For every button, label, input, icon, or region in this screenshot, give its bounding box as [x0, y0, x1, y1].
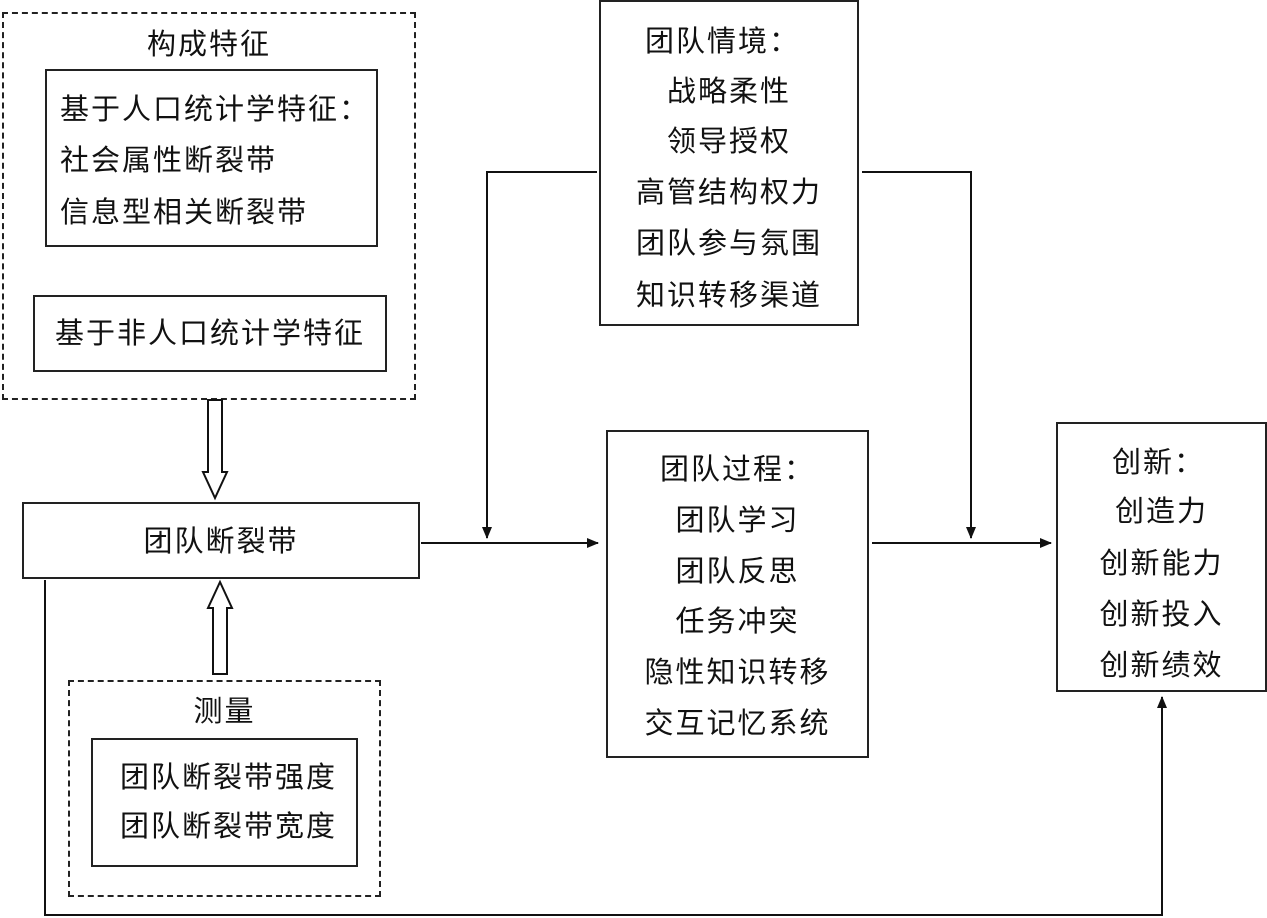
context-line-1: 团队情境： [645, 24, 801, 58]
fault-to-innovation-arrow [44, 580, 1167, 916]
measurement-line-1: 团队断裂带强度 [120, 760, 338, 794]
fault-line-box [22, 502, 420, 579]
measurement-to-fault-arrow [206, 579, 234, 675]
non-demographic-label: 基于非人口统计学特征 [54, 316, 365, 350]
innovation-line-2: 创造力 [1114, 494, 1208, 528]
context-line-5: 团队参与氛围 [635, 226, 822, 260]
context-to-first-link-arrow [482, 171, 597, 539]
innovation-line-3: 创新能力 [1099, 546, 1224, 580]
measurement-group [68, 680, 381, 897]
composition-title: 构成特征 [146, 27, 271, 61]
innovation-box [1056, 422, 1267, 692]
innovation-line-1: 创新： [1112, 445, 1206, 479]
innovation-line-5: 创新绩效 [1099, 648, 1224, 682]
fault-line-label: 团队断裂带 [143, 524, 299, 558]
non-demographic-box [33, 295, 387, 372]
demographic-line-2: 社会属性断裂带 [60, 143, 278, 177]
innovation-line-4: 创新投入 [1099, 597, 1224, 631]
context-line-3: 领导授权 [666, 124, 791, 158]
process-line-3: 团队反思 [675, 554, 800, 588]
process-line-4: 任务冲突 [675, 604, 800, 638]
context-box [599, 0, 859, 326]
composition-to-fault-arrow [201, 399, 229, 501]
process-box [606, 430, 869, 758]
demographic-line-3: 信息型相关断裂带 [60, 195, 309, 229]
demographic-line-1: 基于人口统计学特征： [60, 92, 371, 126]
measurement-line-2: 团队断裂带宽度 [120, 809, 338, 843]
context-to-second-link-arrow [862, 171, 976, 539]
process-line-2: 团队学习 [675, 503, 800, 537]
measurement-box [91, 738, 358, 867]
context-line-2: 战略柔性 [666, 74, 791, 108]
process-line-5: 隐性知识转移 [644, 655, 831, 689]
context-line-6: 知识转移渠道 [635, 278, 822, 312]
context-line-4: 高管结构权力 [635, 175, 822, 209]
measurement-title: 测量 [193, 694, 256, 728]
process-line-1: 团队过程： [660, 452, 816, 486]
process-line-6: 交互记忆系统 [644, 706, 831, 740]
demographic-box [45, 69, 378, 247]
